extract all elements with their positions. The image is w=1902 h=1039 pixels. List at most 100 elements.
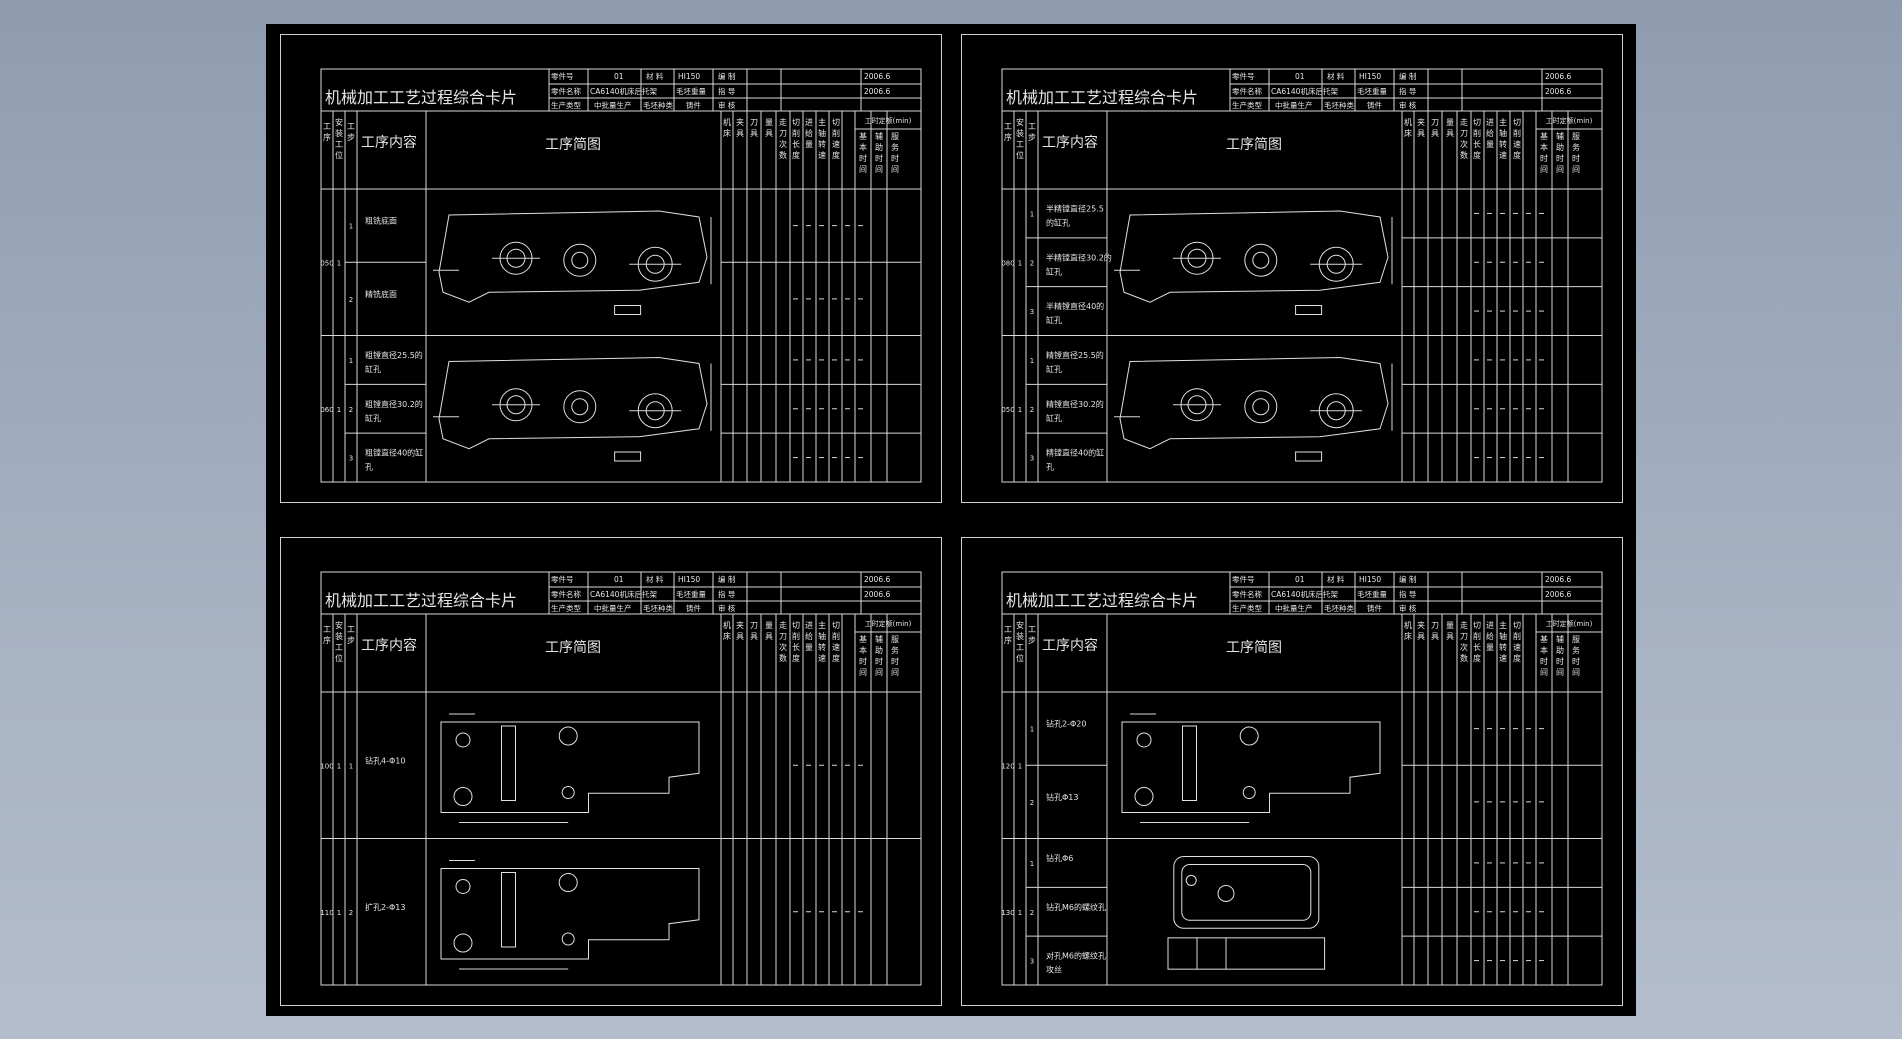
- col-base-time: 基本时间: [1540, 634, 1548, 677]
- blank-type-label: 毛坯种类: [643, 603, 673, 613]
- step-number: 2: [1030, 406, 1034, 414]
- step-number: 2: [1030, 799, 1034, 807]
- col-content: 工序内容: [1042, 134, 1098, 151]
- col-station: 安装工位: [1016, 620, 1024, 663]
- blank-weight-label: 毛坯重量: [676, 86, 706, 96]
- col-speed: 主轴转速: [818, 620, 826, 663]
- part-no: 01: [1295, 72, 1305, 81]
- part-name-label: 零件名称: [1232, 86, 1262, 96]
- col-speed: 主轴转速: [1499, 620, 1507, 663]
- date: 2006.6: [864, 72, 890, 81]
- col-serv-time: 服务时间: [1572, 635, 1580, 677]
- proc-number: 120: [1001, 762, 1014, 770]
- part-sketch: [433, 210, 712, 315]
- guide-label: 指 导: [718, 86, 736, 96]
- proc-number: 080: [1001, 259, 1014, 267]
- proc-number: 050: [320, 259, 333, 267]
- col-gauge: 量具: [765, 118, 773, 138]
- col-speed: 主轴转速: [1499, 117, 1507, 160]
- prod-type-label: 生产类型: [551, 603, 581, 613]
- material: HI150: [1359, 575, 1381, 584]
- casting-label: 铸件: [686, 603, 701, 613]
- part-sketch: [1121, 713, 1381, 823]
- prod-type: 中批量生产: [1275, 100, 1313, 110]
- date2: 2006.6: [864, 590, 890, 599]
- col-fixture: 夹具: [1417, 620, 1425, 641]
- col-content: 工序内容: [361, 637, 417, 654]
- author-label: 编 制: [1399, 574, 1416, 584]
- part-no: 01: [1295, 575, 1305, 584]
- station-number: 1: [337, 909, 341, 917]
- part-sketch: [440, 713, 700, 823]
- review-label: 审 核: [718, 100, 736, 110]
- step-content: 精铣底面: [365, 289, 397, 299]
- guide-label: 指 导: [1399, 86, 1417, 96]
- proc-number: 100: [320, 762, 333, 770]
- part-no: 01: [614, 72, 624, 81]
- col-machine: 机床: [723, 117, 731, 138]
- material: HI150: [678, 72, 700, 81]
- col-cut-len: 切削长度: [792, 621, 800, 663]
- material-label: 材 料: [646, 71, 664, 81]
- step-number: 1: [349, 357, 353, 365]
- col-feed: 进给量: [1486, 118, 1494, 149]
- card-frame: [1001, 571, 1603, 986]
- col-tool: 刀具: [750, 118, 758, 138]
- col-feed: 进给量: [805, 621, 813, 652]
- col-step: 工步: [347, 122, 355, 142]
- col-cut-speed: 切削速度: [832, 621, 840, 663]
- col-base-time: 基本时间: [859, 634, 867, 677]
- col-step: 工步: [1028, 122, 1036, 142]
- step-number: 3: [1030, 308, 1034, 316]
- col-time: 工时定额(min): [865, 619, 912, 628]
- col-station: 安装工位: [1016, 117, 1024, 160]
- col-aux-time: 辅助时间: [875, 131, 883, 174]
- col-serv-time: 服务时间: [1572, 132, 1580, 174]
- step-content: 钻孔2-Φ20: [1046, 719, 1086, 729]
- col-gauge: 量具: [1446, 621, 1454, 641]
- col-cut-len: 切削长度: [1473, 118, 1481, 160]
- review-label: 审 核: [718, 603, 736, 613]
- step-number: 3: [349, 455, 353, 463]
- col-machine: 机床: [723, 620, 731, 641]
- part-sketch: [1114, 356, 1393, 462]
- col-base-time: 基本时间: [1540, 131, 1548, 174]
- col-sketch: 工序简图: [1226, 639, 1282, 656]
- proc-number: 050: [1001, 406, 1014, 414]
- col-speed: 主轴转速: [818, 117, 826, 160]
- step-number: 1: [1030, 357, 1034, 365]
- step-number: 1: [349, 762, 353, 770]
- step-content: 精镗直径40的缸孔: [1046, 448, 1104, 472]
- col-serv-time: 服务时间: [891, 132, 899, 174]
- material-label: 材 料: [1327, 574, 1345, 584]
- step-content: 粗镗直径40的缸孔: [365, 448, 423, 472]
- blank-type-label: 毛坯种类: [1324, 100, 1354, 110]
- step-content: 钻孔4-Φ10: [365, 755, 405, 765]
- proc-number: 130: [1001, 909, 1014, 917]
- casting-label: 铸件: [1367, 603, 1383, 613]
- part-no-label: 零件号: [551, 71, 574, 81]
- review-label: 审 核: [1399, 100, 1417, 110]
- col-proc: 工序: [1004, 122, 1012, 142]
- col-sketch: 工序简图: [1226, 136, 1282, 153]
- col-cut-speed: 切削速度: [1513, 621, 1521, 663]
- station-number: 1: [337, 762, 341, 770]
- prod-type-label: 生产类型: [551, 100, 581, 110]
- col-cut-len: 切削长度: [792, 118, 800, 160]
- col-time: 工时定额(min): [1546, 116, 1593, 125]
- blank-type-label: 毛坯种类: [1324, 603, 1354, 613]
- col-tool: 刀具: [1431, 118, 1439, 138]
- step-content: 钻孔Φ6: [1046, 853, 1073, 863]
- part-sketch: [1167, 856, 1326, 970]
- date2: 2006.6: [1545, 87, 1571, 96]
- step-number: 1: [1030, 210, 1034, 218]
- part-name: CA6140机床后托架: [590, 589, 657, 599]
- col-time: 工时定额(min): [865, 116, 912, 125]
- col-fixture: 夹具: [736, 117, 744, 138]
- casting-label: 铸件: [686, 100, 701, 110]
- step-content: 对孔M6的螺纹孔攻丝: [1046, 951, 1106, 975]
